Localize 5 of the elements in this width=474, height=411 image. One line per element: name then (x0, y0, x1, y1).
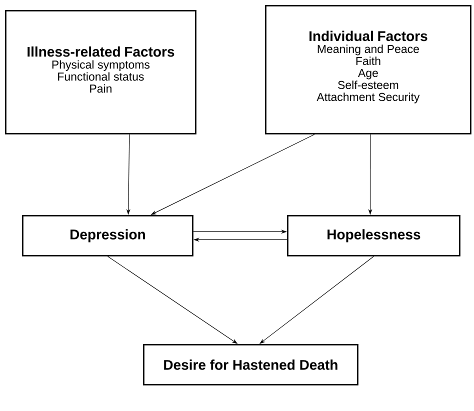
outcome-box: Desire for Hastened Death (143, 344, 358, 386)
concept-box: Depression (22, 215, 194, 256)
concept-box: Hopelessness (287, 215, 460, 256)
factor-box: Illness-related Factors Physical symptoms Functional status Pain (5, 10, 196, 134)
factor-box: Individual Factors Meaning and Peace Faith Age Self-esteem Attachment Security (265, 5, 472, 134)
